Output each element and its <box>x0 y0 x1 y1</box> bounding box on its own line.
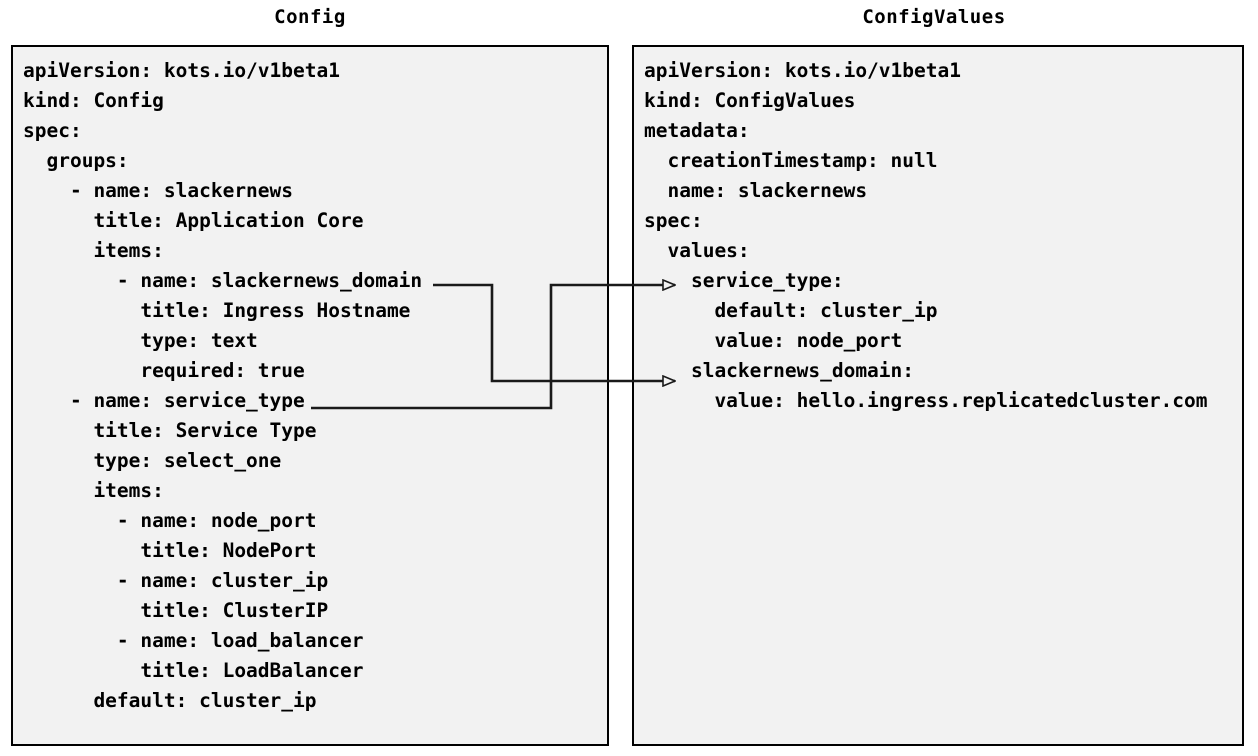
configvalues-yaml-line-6: values: <box>644 239 750 262</box>
config-yaml-line-19: - name: load_balancer <box>23 629 364 652</box>
config-yaml-line-3: groups: <box>23 149 129 172</box>
config-yaml-line-7: - name: slackernews_domain <box>23 269 423 292</box>
configvalues-yaml-line-10: slackernews_domain: <box>644 359 915 382</box>
config-yaml-line-11: - name: service_type <box>23 389 305 412</box>
config-panel: apiVersion: kots.io/v1beta1 kind: Config s… <box>11 45 609 746</box>
config-yaml-line-9: type: text <box>23 329 258 352</box>
config-yaml-line-14: items: <box>23 479 164 502</box>
config-yaml-line-16: title: NodePort <box>23 539 317 562</box>
configvalues-yaml-line-2: metadata: <box>644 119 750 142</box>
config-yaml-line-2: spec: <box>23 119 82 142</box>
config-yaml-line-17: - name: cluster_ip <box>23 569 329 592</box>
configvalues-yaml-line-0: apiVersion: kots.io/v1beta1 <box>644 59 961 82</box>
config-yaml-line-8: title: Ingress Hostname <box>23 299 411 322</box>
config-yaml-line-20: title: LoadBalancer <box>23 659 364 682</box>
configvalues-panel-title: ConfigValues <box>862 6 1006 28</box>
configvalues-yaml-line-7: service_type: <box>644 269 844 292</box>
config-yaml-line-1: kind: Config <box>23 89 164 112</box>
configvalues-yaml-block: apiVersion: kots.io/v1beta1 kind: ConfigV… <box>634 47 1208 416</box>
configvalues-yaml-line-8: default: cluster_ip <box>644 299 938 322</box>
configvalues-yaml-line-11: value: hello.ingress.replicatedcluster.c… <box>644 389 1208 412</box>
config-yaml-line-21: default: cluster_ip <box>23 689 317 712</box>
config-yaml-block: apiVersion: kots.io/v1beta1 kind: Config s… <box>13 47 422 716</box>
configvalues-yaml-line-1: kind: ConfigValues <box>644 89 856 112</box>
configvalues-yaml-line-3: creationTimestamp: null <box>644 149 938 172</box>
configvalues-yaml-line-5: spec: <box>644 209 703 232</box>
config-yaml-line-12: title: Service Type <box>23 419 317 442</box>
configvalues-yaml-line-4: name: slackernews <box>644 179 868 202</box>
config-yaml-line-6: items: <box>23 239 164 262</box>
config-yaml-line-4: - name: slackernews <box>23 179 294 202</box>
config-yaml-line-13: type: select_one <box>23 449 282 472</box>
config-yaml-line-5: title: Application Core <box>23 209 364 232</box>
config-yaml-line-10: required: true <box>23 359 305 382</box>
config-yaml-line-0: apiVersion: kots.io/v1beta1 <box>23 59 340 82</box>
configvalues-panel: apiVersion: kots.io/v1beta1 kind: ConfigV… <box>632 45 1244 746</box>
config-yaml-line-18: title: ClusterIP <box>23 599 329 622</box>
config-yaml-line-15: - name: node_port <box>23 509 317 532</box>
config-panel-title: Config <box>274 6 346 28</box>
configvalues-yaml-line-9: value: node_port <box>644 329 903 352</box>
